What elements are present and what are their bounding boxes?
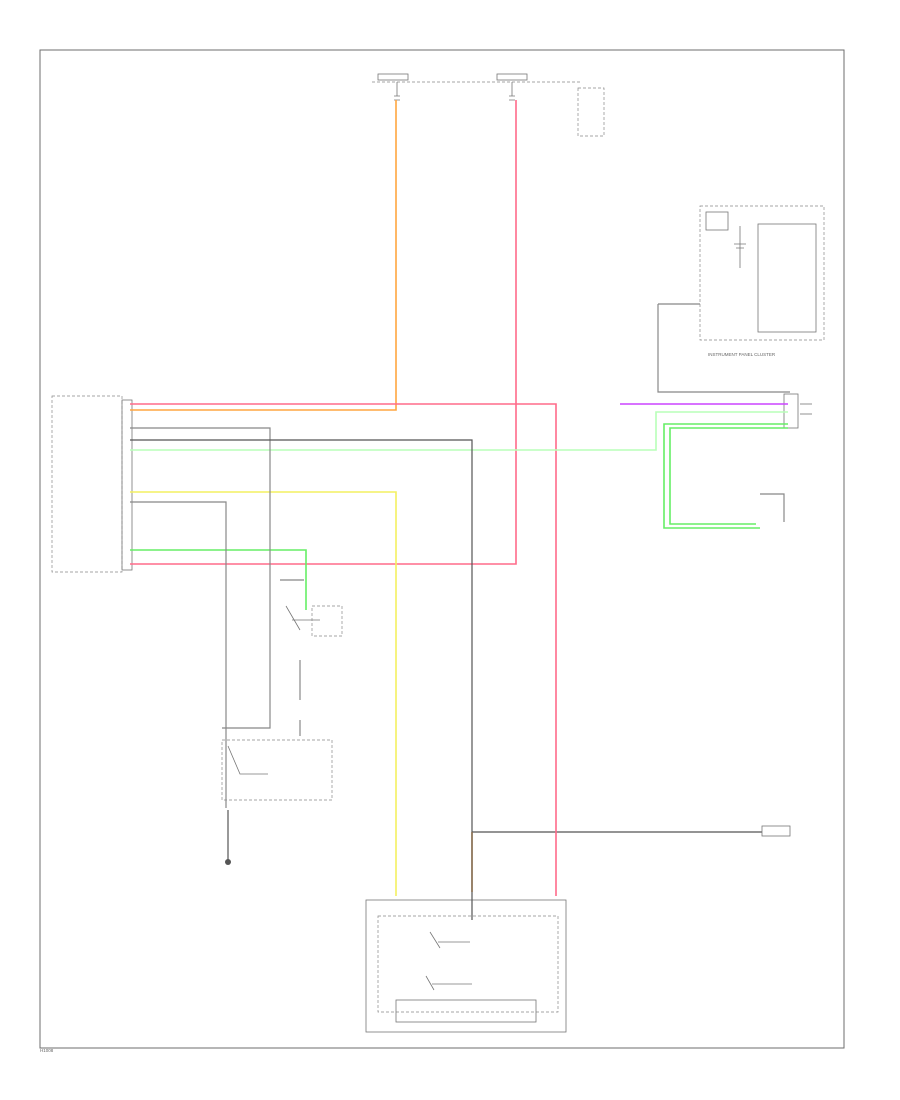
wire-pink-top bbox=[130, 100, 517, 565]
page-code: H1008 bbox=[40, 1048, 54, 1053]
connector-right bbox=[783, 393, 812, 429]
control-module-left bbox=[51, 395, 133, 573]
wire-yellow bbox=[130, 491, 397, 896]
switch-mid bbox=[221, 739, 333, 801]
lower-right-harness bbox=[472, 825, 791, 837]
wire-gray-2 bbox=[130, 439, 473, 920]
diagram-border bbox=[39, 49, 845, 1049]
instrument-panel-cluster: INSTRUMENT PANEL CLUSTER bbox=[657, 205, 825, 393]
relay-switch-upper bbox=[285, 605, 343, 637]
wire-green-main bbox=[130, 549, 307, 610]
ground-symbol bbox=[225, 810, 231, 865]
wire-pink-upper bbox=[130, 403, 557, 896]
module-bottom bbox=[365, 899, 567, 1033]
wire-green-right2 bbox=[669, 427, 788, 525]
wire-gray-1 bbox=[130, 427, 271, 729]
wire-gray-3 bbox=[130, 501, 227, 808]
wire-lightgreen bbox=[130, 411, 788, 451]
wire-orange bbox=[130, 100, 397, 411]
wire-green-right bbox=[663, 423, 788, 529]
fuse-block-top bbox=[372, 73, 605, 137]
wire-gray-4 bbox=[280, 579, 304, 736]
ipc-label: INSTRUMENT PANEL CLUSTER bbox=[708, 352, 776, 357]
wire-gray-5 bbox=[760, 493, 785, 522]
